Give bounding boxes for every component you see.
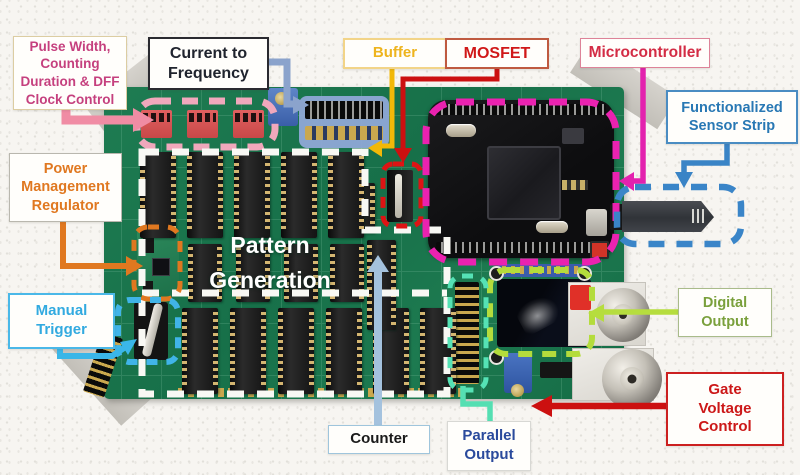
label-mosfet: MOSFET [445,38,549,69]
dip-switch-block [233,110,264,138]
dip-switch-block [187,110,218,138]
dip-ic-chip [182,308,218,394]
red-cap-component [570,285,591,310]
ic-socket [305,101,383,119]
screw-hole [577,266,592,281]
dip-ic-chip [326,308,362,394]
dip-ic-chip [328,152,364,238]
screw-hole [489,350,504,365]
crystal-oscillator [536,221,568,233]
power-module-ic [152,258,170,276]
dip-ic-chip [140,152,176,238]
dip-ic-chip [234,152,270,238]
dip-ic-chip [278,308,314,394]
arrowhead-sensor-strip [675,172,693,188]
pot-screw [511,384,524,397]
bnc-connector-top [596,288,650,342]
dip-ic-chip [420,308,456,394]
reset-button [590,241,609,259]
label-digital-output: Digital Output [678,288,772,337]
label-current-to-frequency: Current to Frequency [148,37,269,90]
counter-ic-chip [367,240,396,330]
connector-sensor-strip [681,140,730,174]
label-counter: Counter [328,425,430,454]
power-module-part [143,238,154,253]
label-functionalized-sensor-strip: Functionalized Sensor Strip [666,90,798,144]
label-parallel-output: Parallel Output [447,421,531,471]
label-microcontroller: Microcontroller [580,38,710,68]
micro-usb-port [586,209,607,236]
label-gate-voltage-control: Gate Voltage Control [666,372,784,446]
power-module-part [143,281,153,291]
parallel-output-header [455,282,479,384]
label-pulse-width-control: Pulse Width, Counting Duration & DFF Clo… [13,36,127,110]
mcu-pin-header-bottom [436,242,604,253]
mosfet-metal-tab [395,174,402,218]
header-holes [305,126,383,140]
crystal-oscillator [446,124,476,137]
bnc-connector-bottom [602,349,662,409]
smd-component [562,128,584,144]
label-buffer: Buffer [343,38,447,69]
smd-resistors [562,180,588,190]
strip-contact-marks [692,209,704,223]
dip-ic-chip [187,152,223,238]
board-text-pattern-generation: Pattern Generation [209,232,331,293]
mcu-qfp-chip [487,146,561,220]
dip-ic-chip [230,308,266,394]
label-power-management-regulator: Power Management Regulator [9,153,122,222]
jumper-block [540,362,574,378]
pot-screw [275,92,288,105]
screw-hole [489,266,504,281]
dip-switch-block [141,110,172,138]
oled-header-pins [502,266,586,274]
mcu-pin-header-top [436,104,606,115]
dip-ic-chip [281,152,317,238]
label-manual-trigger: Manual Trigger [8,293,115,349]
